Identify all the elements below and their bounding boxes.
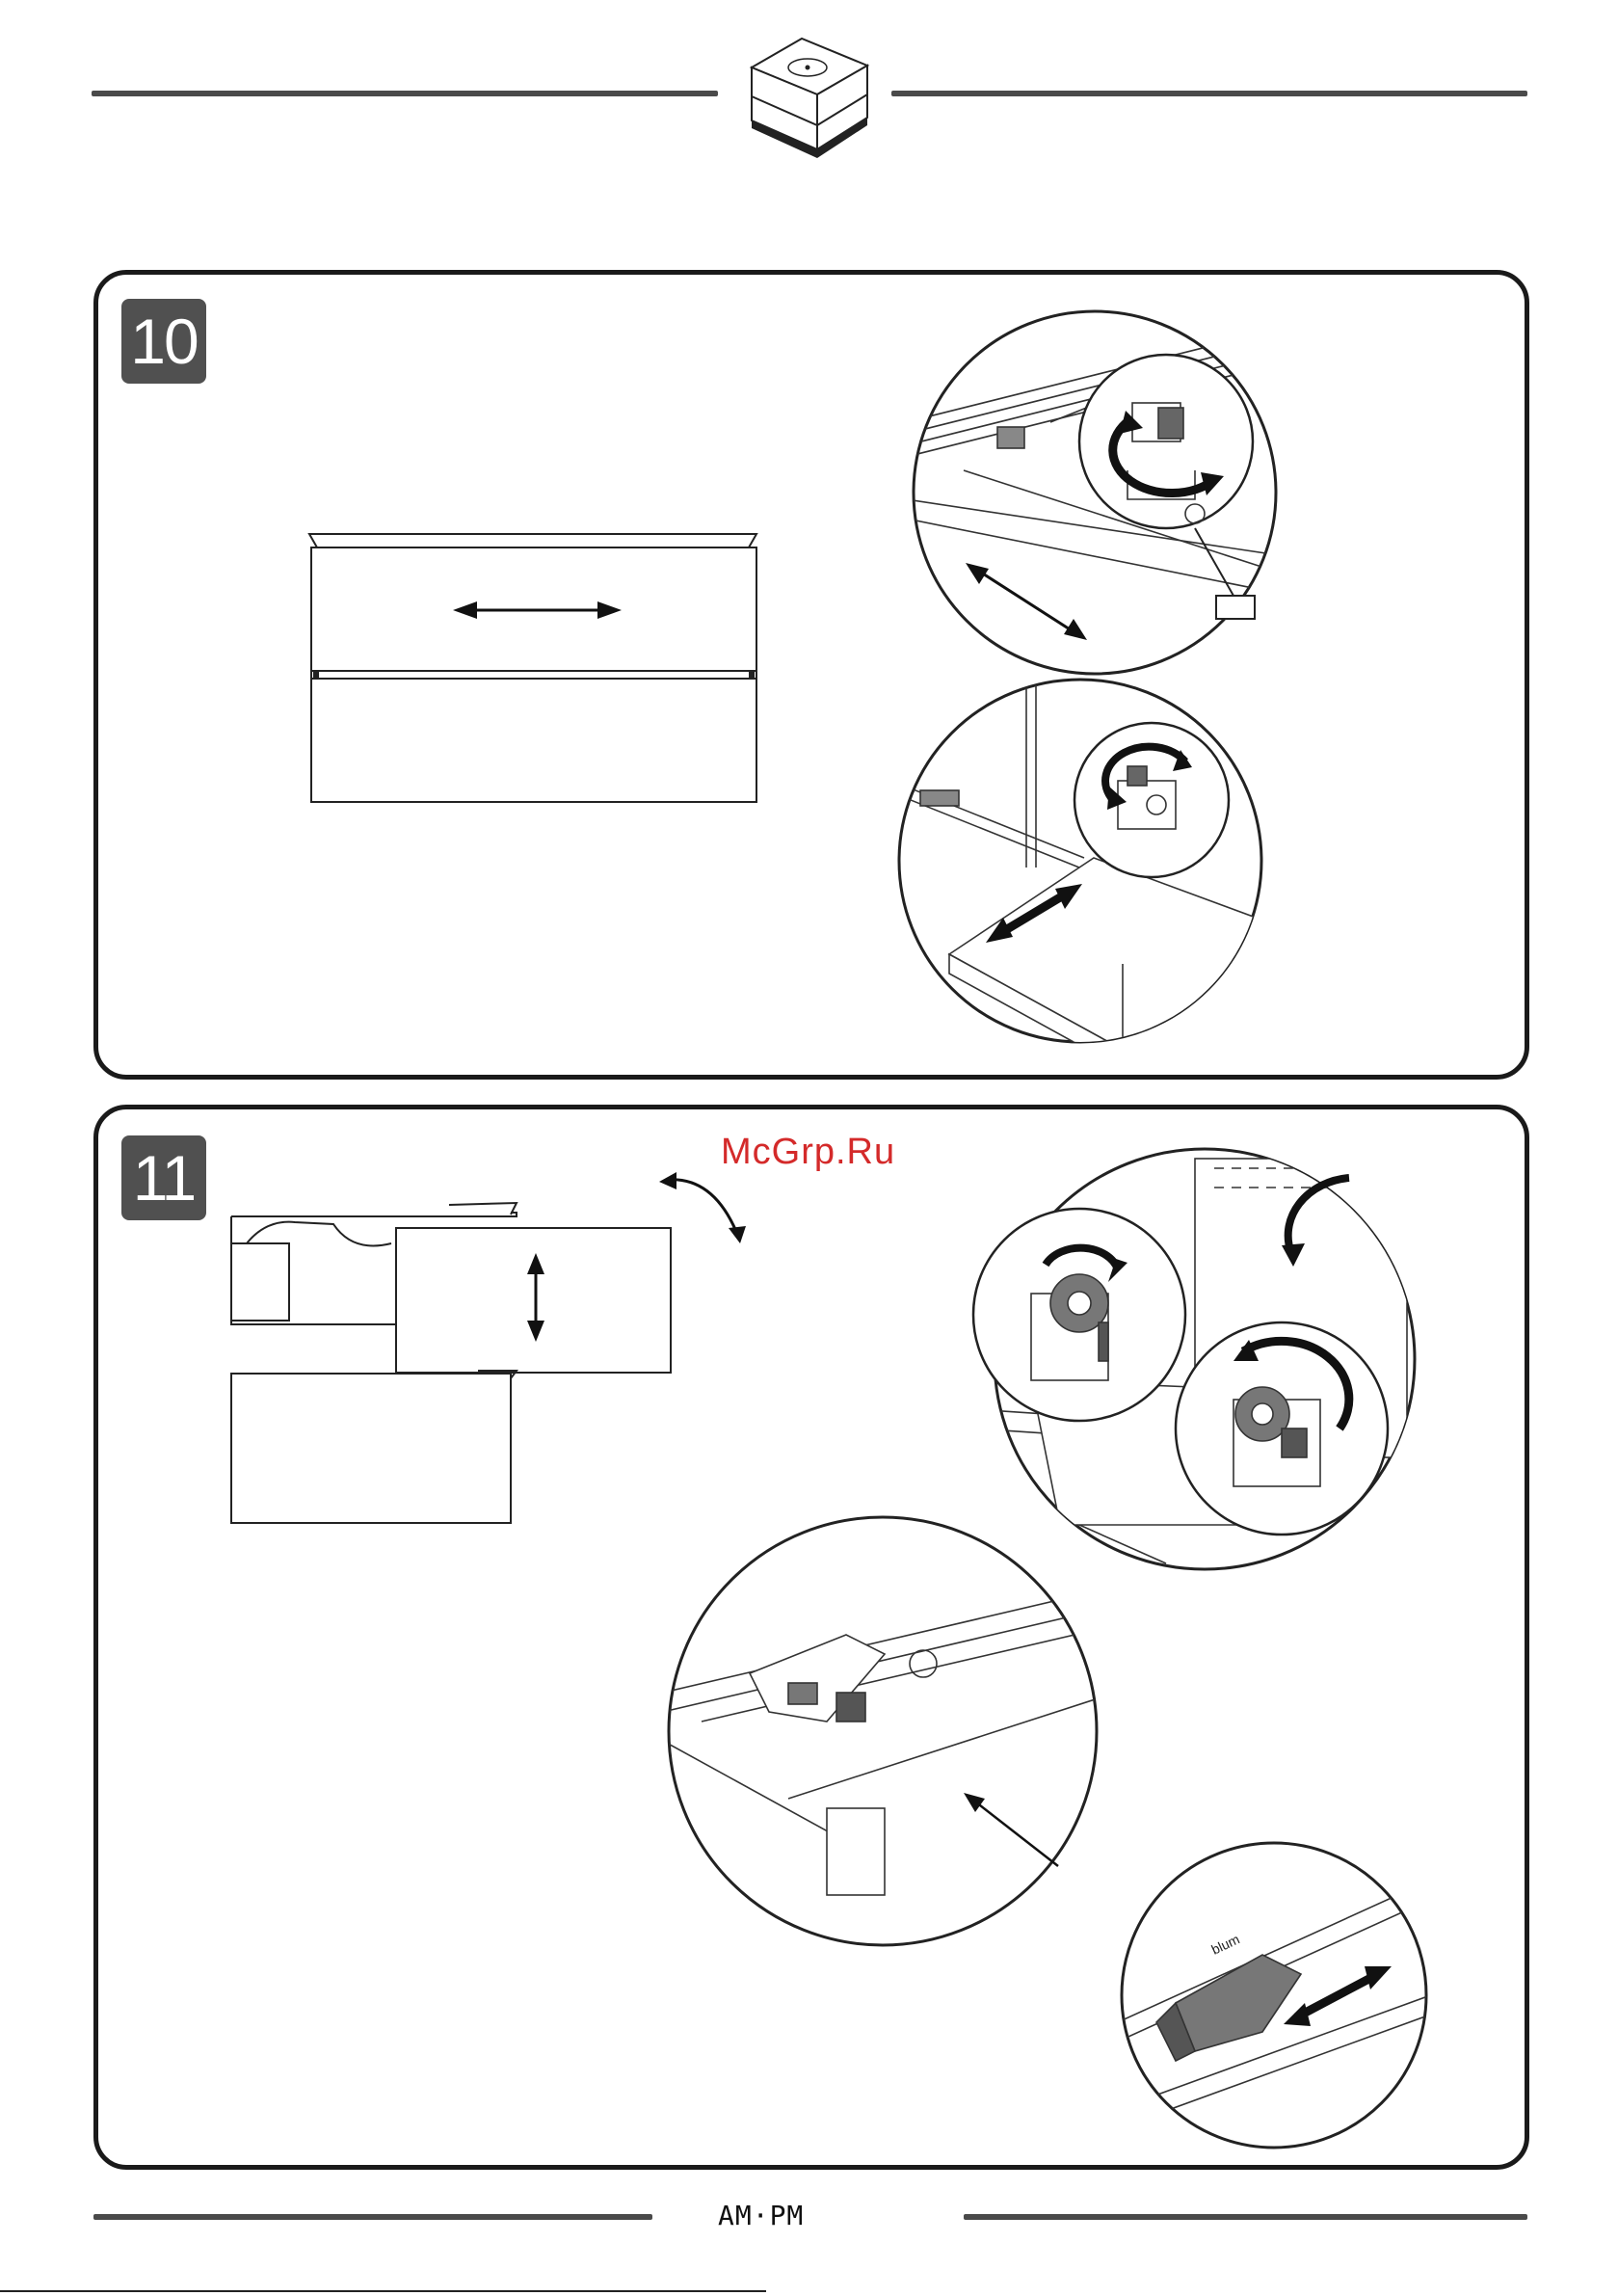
footer-brand-logo: AM·PM [718, 2200, 804, 2231]
step-number-10: 10 [121, 299, 206, 384]
detail-drawer-front-adjuster [973, 1139, 1436, 1583]
footer-rule-left [93, 2214, 652, 2220]
detail-drawer-runner-lock [663, 1519, 1116, 1953]
step-number-11: 11 [121, 1135, 206, 1220]
cabinet-sink-icon [742, 29, 877, 164]
detail-blum-clip: blum [1118, 1839, 1436, 2157]
detail-drawer-runner-top [906, 307, 1291, 682]
footer-rule-right [964, 2214, 1527, 2220]
cabinet-front-view [304, 530, 766, 810]
page-bottom-line [0, 2290, 766, 2292]
header-rule-left [92, 91, 718, 96]
rotate-arrow-icon [655, 1166, 752, 1253]
header-rule-right [891, 91, 1527, 96]
detail-drawer-runner-bottom [891, 675, 1277, 1051]
